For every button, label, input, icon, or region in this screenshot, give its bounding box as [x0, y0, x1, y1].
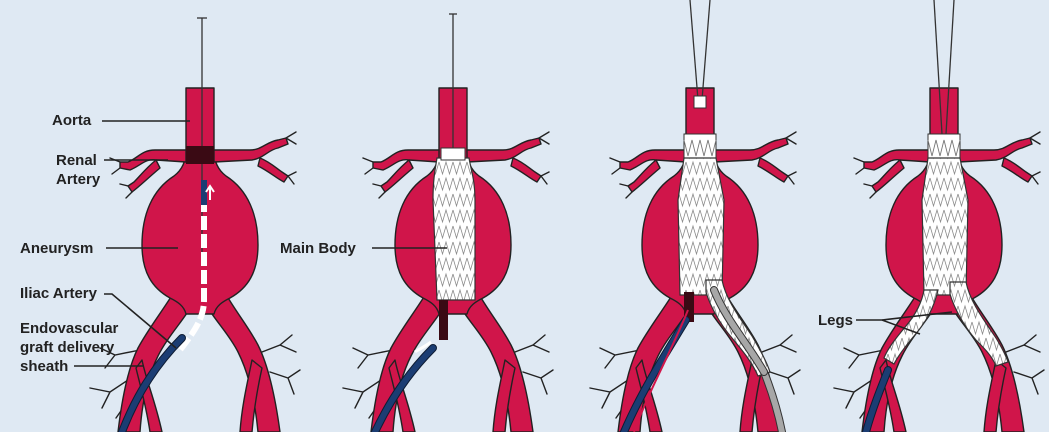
- label-endo-line3: sheath: [20, 358, 68, 375]
- label-endo-line1: Endovascular: [20, 320, 119, 337]
- label-renal-line2: Artery: [56, 171, 101, 188]
- label-aneurysm: Aneurysm: [20, 240, 93, 257]
- label-main-body: Main Body: [280, 240, 356, 257]
- label-legs: Legs: [818, 312, 853, 329]
- label-aorta: Aorta: [52, 112, 92, 129]
- label-endo-line2: graft delivery: [20, 339, 115, 356]
- label-iliac: Iliac Artery: [20, 285, 98, 302]
- label-renal-line1: Renal: [56, 152, 97, 169]
- panel-completed-repair: [834, 0, 1044, 432]
- panel-main-body-deployment: [343, 14, 553, 432]
- panel-leg-deployment: [590, 0, 800, 432]
- panel-sheath-insertion: [90, 18, 300, 432]
